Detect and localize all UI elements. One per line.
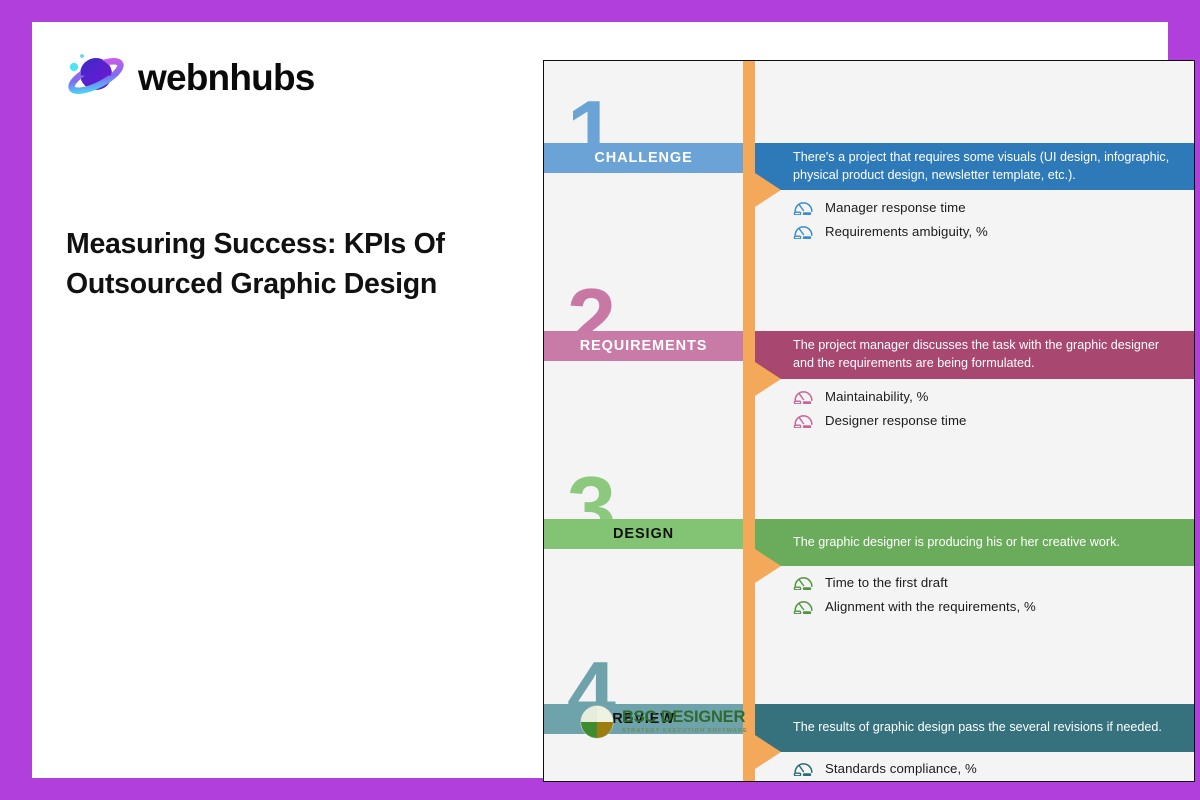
gauge-icon bbox=[793, 388, 814, 405]
gauge-icon bbox=[793, 223, 814, 240]
step-description-text: The results of graphic design pass the s… bbox=[793, 720, 1162, 735]
kpi-item: Maintainability, % bbox=[793, 384, 1194, 408]
kpi-item: Designer response time bbox=[793, 408, 1194, 432]
kpi-label: Maintainability, % bbox=[825, 388, 929, 404]
kpi-item: Manager response time bbox=[793, 195, 1194, 219]
step-description-band: The project manager discusses the task w… bbox=[755, 331, 1194, 379]
kpi-label: Standards compliance, % bbox=[825, 760, 977, 776]
step-content-lane: There's a project that requires some vis… bbox=[755, 61, 1194, 248]
stage-label-text: DESIGN bbox=[613, 526, 674, 542]
gauge-icon bbox=[793, 412, 814, 429]
gauge-icon bbox=[793, 598, 814, 615]
gauge-icon bbox=[793, 574, 814, 591]
step-content-lane: The project manager discusses the task w… bbox=[755, 248, 1194, 437]
flow-arrow-icon bbox=[755, 735, 781, 769]
kpi-label: Alignment with the requirements, % bbox=[825, 598, 1036, 614]
stage-label-bar[interactable]: DESIGN bbox=[544, 519, 743, 549]
kpi-item: Standards compliance, % bbox=[793, 756, 1194, 780]
kpi-item: Rework time, hours bbox=[793, 780, 1194, 781]
step-description-band: The results of graphic design pass the s… bbox=[755, 704, 1194, 752]
page-title: Measuring Success: KPIs Of Outsourced Gr… bbox=[66, 228, 445, 301]
kpi-item: Alignment with the requirements, % bbox=[793, 594, 1194, 618]
article-header: webnhubs Measuring Success: KPIs Of Outs… bbox=[62, 42, 502, 304]
process-flow-spine bbox=[743, 61, 755, 781]
flow-arrow-icon bbox=[755, 362, 781, 396]
stage-label-bar[interactable]: CHALLENGE bbox=[544, 143, 743, 173]
bsc-logo-title: BSC DESIGNER bbox=[622, 708, 746, 727]
flow-arrow-icon bbox=[755, 549, 781, 583]
kpi-item: Time to the first draft bbox=[793, 570, 1194, 594]
kpi-item: Requirements ambiguity, % bbox=[793, 219, 1194, 243]
step-content-lane: The graphic designer is producing his or… bbox=[755, 437, 1194, 622]
step-description-text: The graphic designer is producing his or… bbox=[793, 534, 1120, 549]
stage-label-text: REVIEW bbox=[612, 711, 675, 727]
brand-logo[interactable]: webnhubs bbox=[62, 42, 502, 112]
kpi-list: Standards compliance, % Rework time, hour… bbox=[755, 752, 1194, 781]
kpi-list: Maintainability, % Designer response time bbox=[755, 379, 1194, 437]
bsc-logo-subtitle: STRATEGY EXECUTION SOFTWARE bbox=[622, 727, 748, 734]
step-content-lane: The results of graphic design pass the s… bbox=[755, 622, 1194, 781]
gauge-icon bbox=[793, 760, 814, 777]
page-canvas: webnhubs Measuring Success: KPIs Of Outs… bbox=[32, 22, 1195, 782]
step-description-band: There's a project that requires some vis… bbox=[755, 143, 1194, 190]
planet-icon bbox=[62, 46, 124, 108]
step-description-band: The graphic designer is producing his or… bbox=[755, 519, 1194, 566]
bsc-designer-logo: BSC DESIGNER STRATEGY EXECUTION SOFTWARE bbox=[580, 705, 748, 739]
kpi-label: Designer response time bbox=[825, 412, 967, 428]
kpi-label: Manager response time bbox=[825, 199, 966, 215]
brand-name: webnhubs bbox=[138, 56, 315, 98]
stage-label-text: REQUIREMENTS bbox=[579, 338, 708, 354]
gauge-icon bbox=[793, 199, 814, 216]
stage-label-bar[interactable]: REQUIREMENTS bbox=[544, 331, 743, 361]
kpi-label: Time to the first draft bbox=[825, 574, 948, 590]
step-description-text: There's a project that requires some vis… bbox=[793, 149, 1170, 182]
pie-quadrant-icon bbox=[580, 705, 614, 739]
flow-arrow-icon bbox=[755, 173, 781, 207]
stage-label-text: CHALLENGE bbox=[594, 150, 693, 166]
step-description-text: The project manager discusses the task w… bbox=[793, 338, 1160, 370]
kpi-label: Requirements ambiguity, % bbox=[825, 223, 988, 239]
stage-label-bar[interactable]: REVIEW bbox=[544, 704, 743, 734]
